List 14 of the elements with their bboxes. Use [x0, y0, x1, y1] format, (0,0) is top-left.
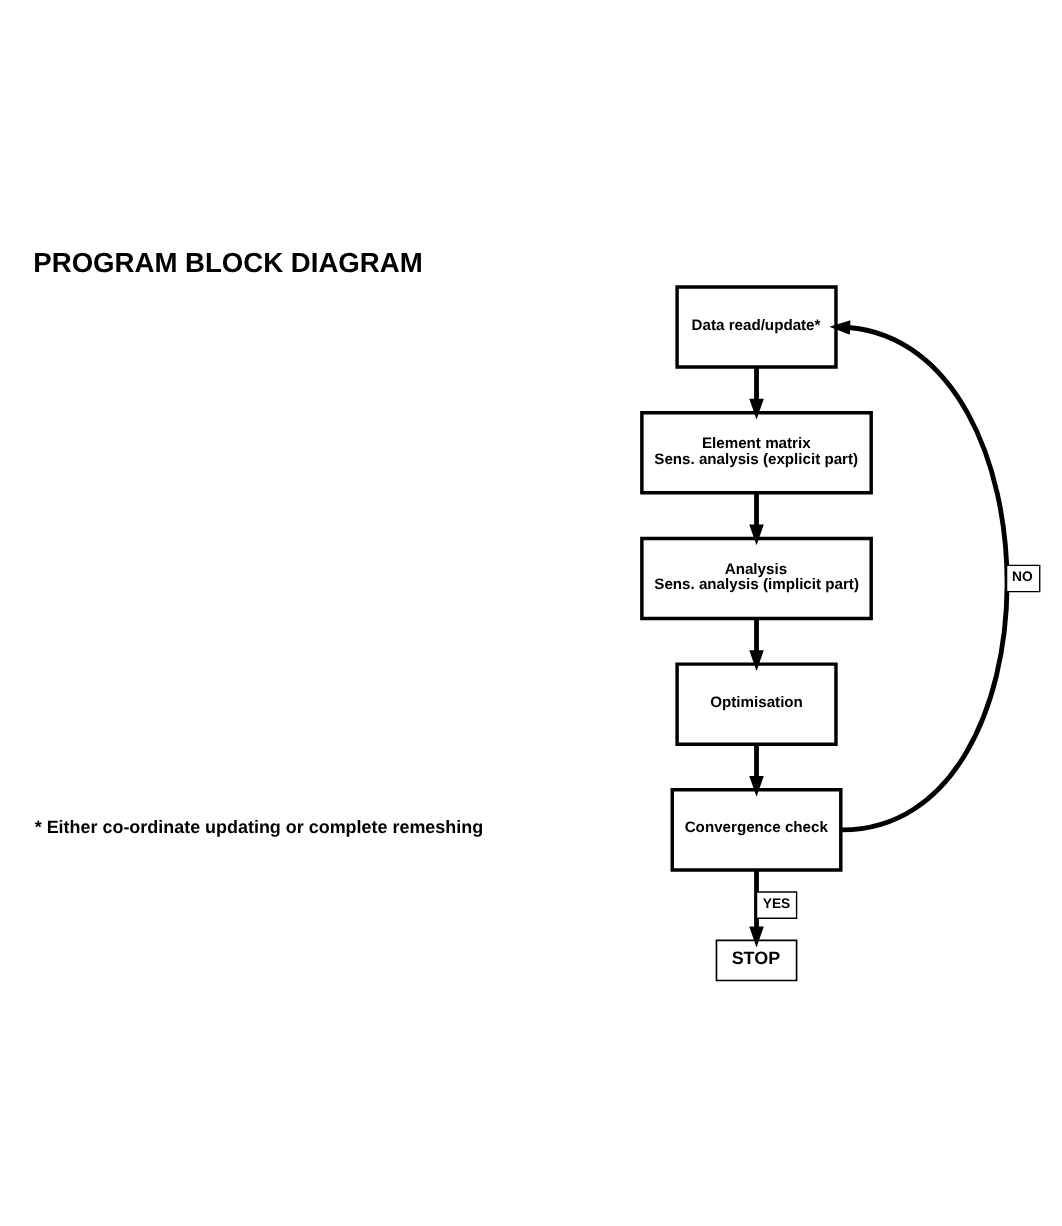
label: * Either co-ordinate updating or complete remeshing	[34, 817, 484, 838]
arrow	[749, 869, 764, 948]
arrow	[749, 744, 764, 797]
node-box: STOP	[715, 939, 798, 982]
arrow	[829, 320, 1010, 833]
arrow	[749, 493, 764, 546]
arrow	[749, 618, 764, 672]
arrow	[749, 367, 764, 420]
diagram-title: PROGRAM BLOCK DIAGRAM	[33, 245, 423, 278]
node-box: Analysis Sens. analysis (implicit part)	[640, 536, 873, 621]
node-box: Data read/update*	[675, 285, 838, 369]
node-box: Convergence check	[670, 788, 843, 872]
node-box: Optimisation	[675, 662, 838, 746]
node-box: Element matrix Sens. analysis (explicit part)	[640, 410, 873, 495]
